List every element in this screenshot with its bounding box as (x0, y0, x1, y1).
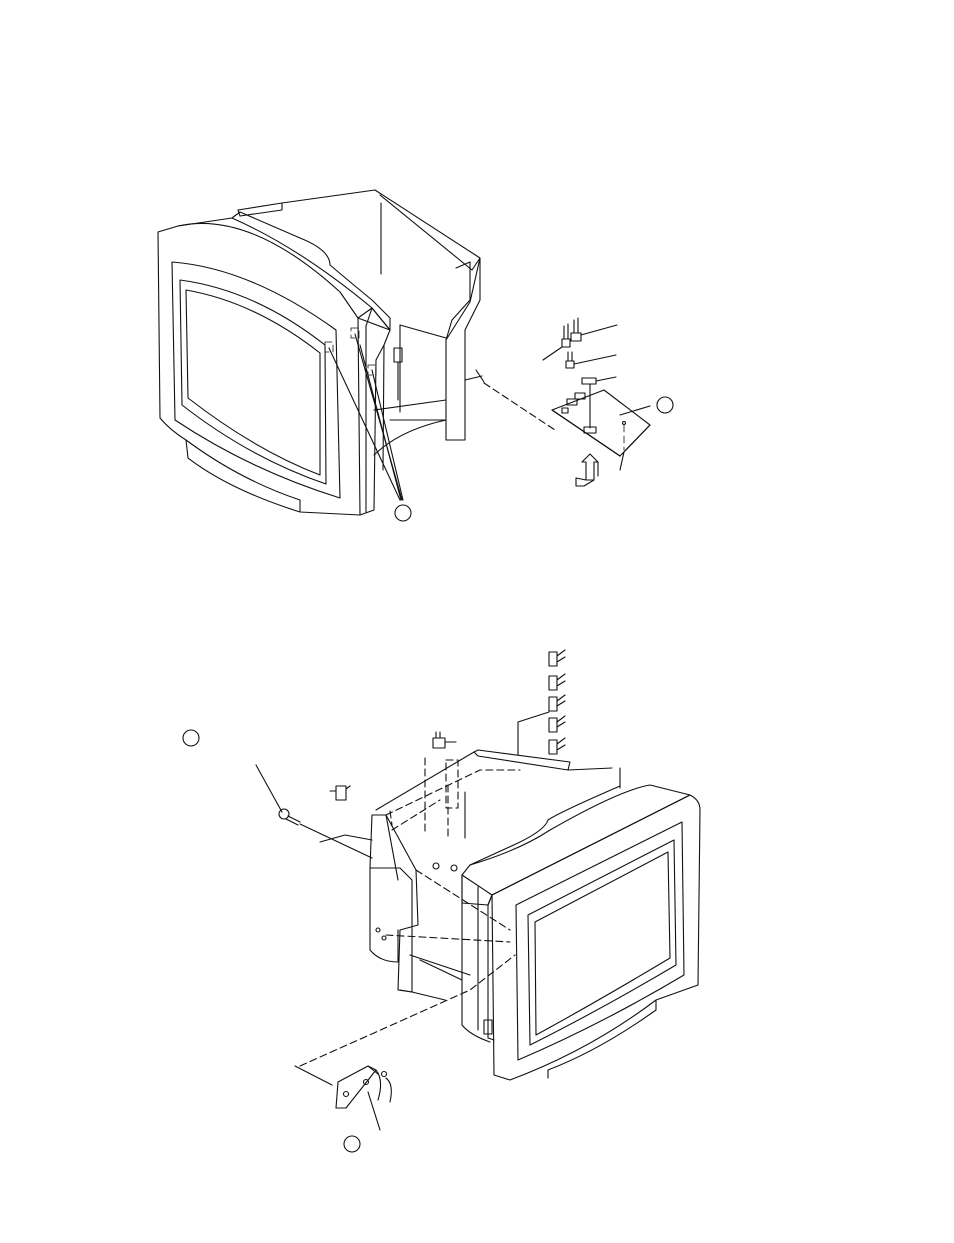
monitor-front-bezel (158, 223, 360, 515)
cabinet-connector (394, 348, 402, 362)
removal-arrow-icon (582, 454, 598, 480)
monitor-bezel-inner (172, 262, 340, 498)
rear-frame-foot (476, 370, 484, 382)
rear-frame-edge-2 (568, 768, 612, 770)
shell-edge-3 (383, 345, 384, 470)
mounting-bracket (336, 1066, 391, 1108)
rear-frame-post (465, 376, 482, 380)
chassis-side-bracket (370, 868, 398, 962)
small-connector-2 (433, 732, 456, 748)
claw-1 (325, 342, 333, 352)
monitor-rear-shell-seam (462, 875, 492, 895)
chassis-bottom-plate (320, 835, 470, 1000)
callout-circle-bracket (344, 1136, 360, 1152)
alignment-line-1 (386, 935, 510, 942)
monitor-bezel-inner-2 (516, 822, 684, 1060)
callout-circle-board (657, 397, 673, 413)
rear-frame-edge-1 (474, 750, 478, 752)
rear-cabinet-side-panel (446, 258, 480, 440)
monitor-top-shell (178, 218, 390, 330)
figure-top-monitor-board-removal (158, 190, 673, 521)
cable-connector-group-1 (543, 318, 617, 360)
cable-connector-group-3 (582, 377, 616, 428)
chassis-hole-1 (376, 928, 380, 932)
rear-frame-bottom (374, 400, 446, 410)
board-connector-4 (562, 408, 568, 413)
monitor-screen-frame (180, 280, 326, 484)
bracket-axis (295, 1066, 332, 1085)
callout-circle-screw (183, 730, 199, 746)
circuit-board-edge (552, 410, 650, 456)
monitor-screen (186, 290, 320, 475)
alignment-line-2 (416, 870, 510, 930)
chassis-hole-4 (451, 865, 457, 871)
monitor-screen-frame-2 (528, 840, 676, 1045)
rear-frame-top (376, 750, 570, 810)
monitor-side-shell (358, 308, 390, 515)
callout-circle-claws (395, 505, 411, 521)
monitor-rear-shell-top (470, 786, 620, 865)
alignment-line-3 (300, 955, 515, 1066)
rear-frame-mid (400, 325, 446, 338)
board-removal-path (484, 383, 555, 430)
monitor-front-bezel-2 (492, 795, 700, 1080)
rear-frame-hidden-2 (392, 800, 440, 830)
chassis-hole-2 (382, 936, 386, 940)
chassis-hole-3 (433, 863, 439, 869)
small-connector-1 (330, 786, 350, 800)
rear-cabinet-top-panel (238, 190, 480, 270)
connector-stack (518, 650, 565, 755)
board-hole (623, 422, 626, 425)
figure-bottom-monitor-rear-view (183, 650, 700, 1152)
monitor-bottom-lip (186, 440, 300, 512)
screw-axis (300, 824, 372, 858)
monitor-rear-shell (462, 785, 690, 905)
cable-connector-group-2 (566, 352, 616, 368)
chassis-side-panel (370, 815, 418, 992)
screw-leader (256, 765, 282, 812)
